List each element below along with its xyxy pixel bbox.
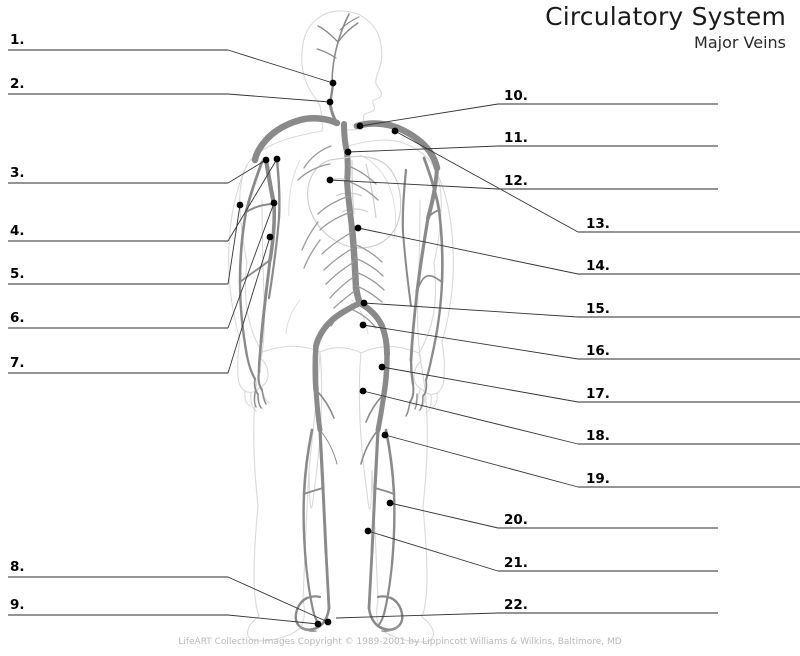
leader-line-right-5: [357, 227, 579, 275]
leader-line-left-5: [227, 204, 241, 285]
label-number-13[interactable]: 13.: [586, 216, 610, 232]
intercostal-branches: [297, 145, 385, 329]
leader-line-left-2: [227, 93, 331, 103]
great-vessels: [251, 115, 441, 185]
anchor-dots: [236, 79, 399, 628]
anchor-dot-1: [329, 79, 337, 87]
label-number-14[interactable]: 14.: [586, 258, 610, 274]
anchor-dot-5: [236, 201, 244, 209]
leader-line-left-1: [227, 49, 334, 84]
label-number-2[interactable]: 2.: [10, 76, 25, 92]
leader-line-right-6: [363, 302, 579, 318]
anchor-dot-13: [360, 299, 368, 307]
anchor-dot-16: [359, 387, 367, 395]
leader-line-right-10: [384, 434, 579, 488]
leader-line-right-7: [362, 324, 579, 360]
label-number-8[interactable]: 8.: [10, 559, 25, 575]
label-number-5[interactable]: 5.: [10, 266, 25, 282]
label-number-9[interactable]: 9.: [10, 597, 25, 613]
anchor-dot-9: [391, 127, 399, 135]
label-number-6[interactable]: 6.: [10, 310, 25, 326]
label-number-20[interactable]: 20.: [504, 512, 528, 528]
leader-line-right-3: [329, 179, 499, 190]
leader-line-right-4: [394, 130, 579, 233]
leader-line-right-1: [359, 103, 499, 127]
label-number-18[interactable]: 18.: [586, 428, 610, 444]
anchor-dot-21: [314, 620, 322, 628]
leader-line-left-8: [227, 576, 329, 623]
label-number-21[interactable]: 21.: [504, 555, 528, 571]
copyright-notice: LifeART Collection Images Copyright © 19…: [178, 637, 622, 647]
label-number-17[interactable]: 17.: [586, 386, 610, 402]
head-neck-veins: [316, 13, 360, 125]
internal-outline-detail: [285, 154, 397, 335]
leader-line-right-2: [347, 145, 499, 153]
thoracic-veins: [344, 179, 364, 307]
anchor-dot-15: [378, 363, 386, 371]
anchor-dot-18: [386, 499, 394, 507]
page-subtitle: Major Veins: [694, 33, 786, 52]
right-arm-veins: [401, 156, 444, 417]
label-number-11[interactable]: 11.: [504, 130, 528, 146]
left-arm-veins: [238, 157, 281, 409]
label-number-3[interactable]: 3.: [10, 165, 25, 181]
anchor-dot-12: [354, 224, 362, 232]
leader-line-right-8: [381, 366, 579, 403]
anchor-dot-19: [364, 527, 372, 535]
anchor-dot-10: [344, 148, 352, 156]
leader-line-right-13: [335, 612, 499, 619]
label-number-22[interactable]: 22.: [504, 597, 528, 613]
anchor-dot-20: [324, 618, 332, 626]
label-rules: [8, 49, 800, 616]
label-number-19[interactable]: 19.: [586, 471, 610, 487]
anchor-dot-7: [266, 233, 274, 241]
label-number-1[interactable]: 1.: [10, 32, 25, 48]
anchor-dot-8: [356, 122, 364, 130]
leader-line-right-12: [367, 530, 499, 572]
label-number-16[interactable]: 16.: [586, 343, 610, 359]
heart-outline: [307, 155, 402, 249]
pelvic-leg-veins: [294, 300, 404, 632]
anchor-dot-4: [273, 155, 281, 163]
label-number-7[interactable]: 7.: [10, 355, 25, 371]
anchor-dot-11: [326, 176, 334, 184]
label-number-10[interactable]: 10.: [504, 88, 528, 104]
leader-line-left-7: [227, 236, 271, 374]
leader-line-right-9: [362, 390, 579, 445]
anchor-dot-2: [326, 98, 334, 106]
label-leader-lines: [227, 49, 579, 625]
label-number-12[interactable]: 12.: [504, 173, 528, 189]
anchor-dot-3: [262, 156, 270, 164]
leader-line-left-6: [227, 202, 275, 329]
leader-line-right-11: [389, 502, 499, 529]
leader-line-left-9: [227, 614, 319, 625]
label-number-4[interactable]: 4.: [10, 223, 25, 239]
page-title: Circulatory System: [545, 2, 786, 31]
leader-line-left-3: [227, 159, 267, 184]
label-number-15[interactable]: 15.: [586, 301, 610, 317]
anchor-dot-6: [270, 199, 278, 207]
foot-veins: [299, 625, 399, 632]
anchor-dot-17: [381, 431, 389, 439]
anchor-dot-14: [359, 321, 367, 329]
